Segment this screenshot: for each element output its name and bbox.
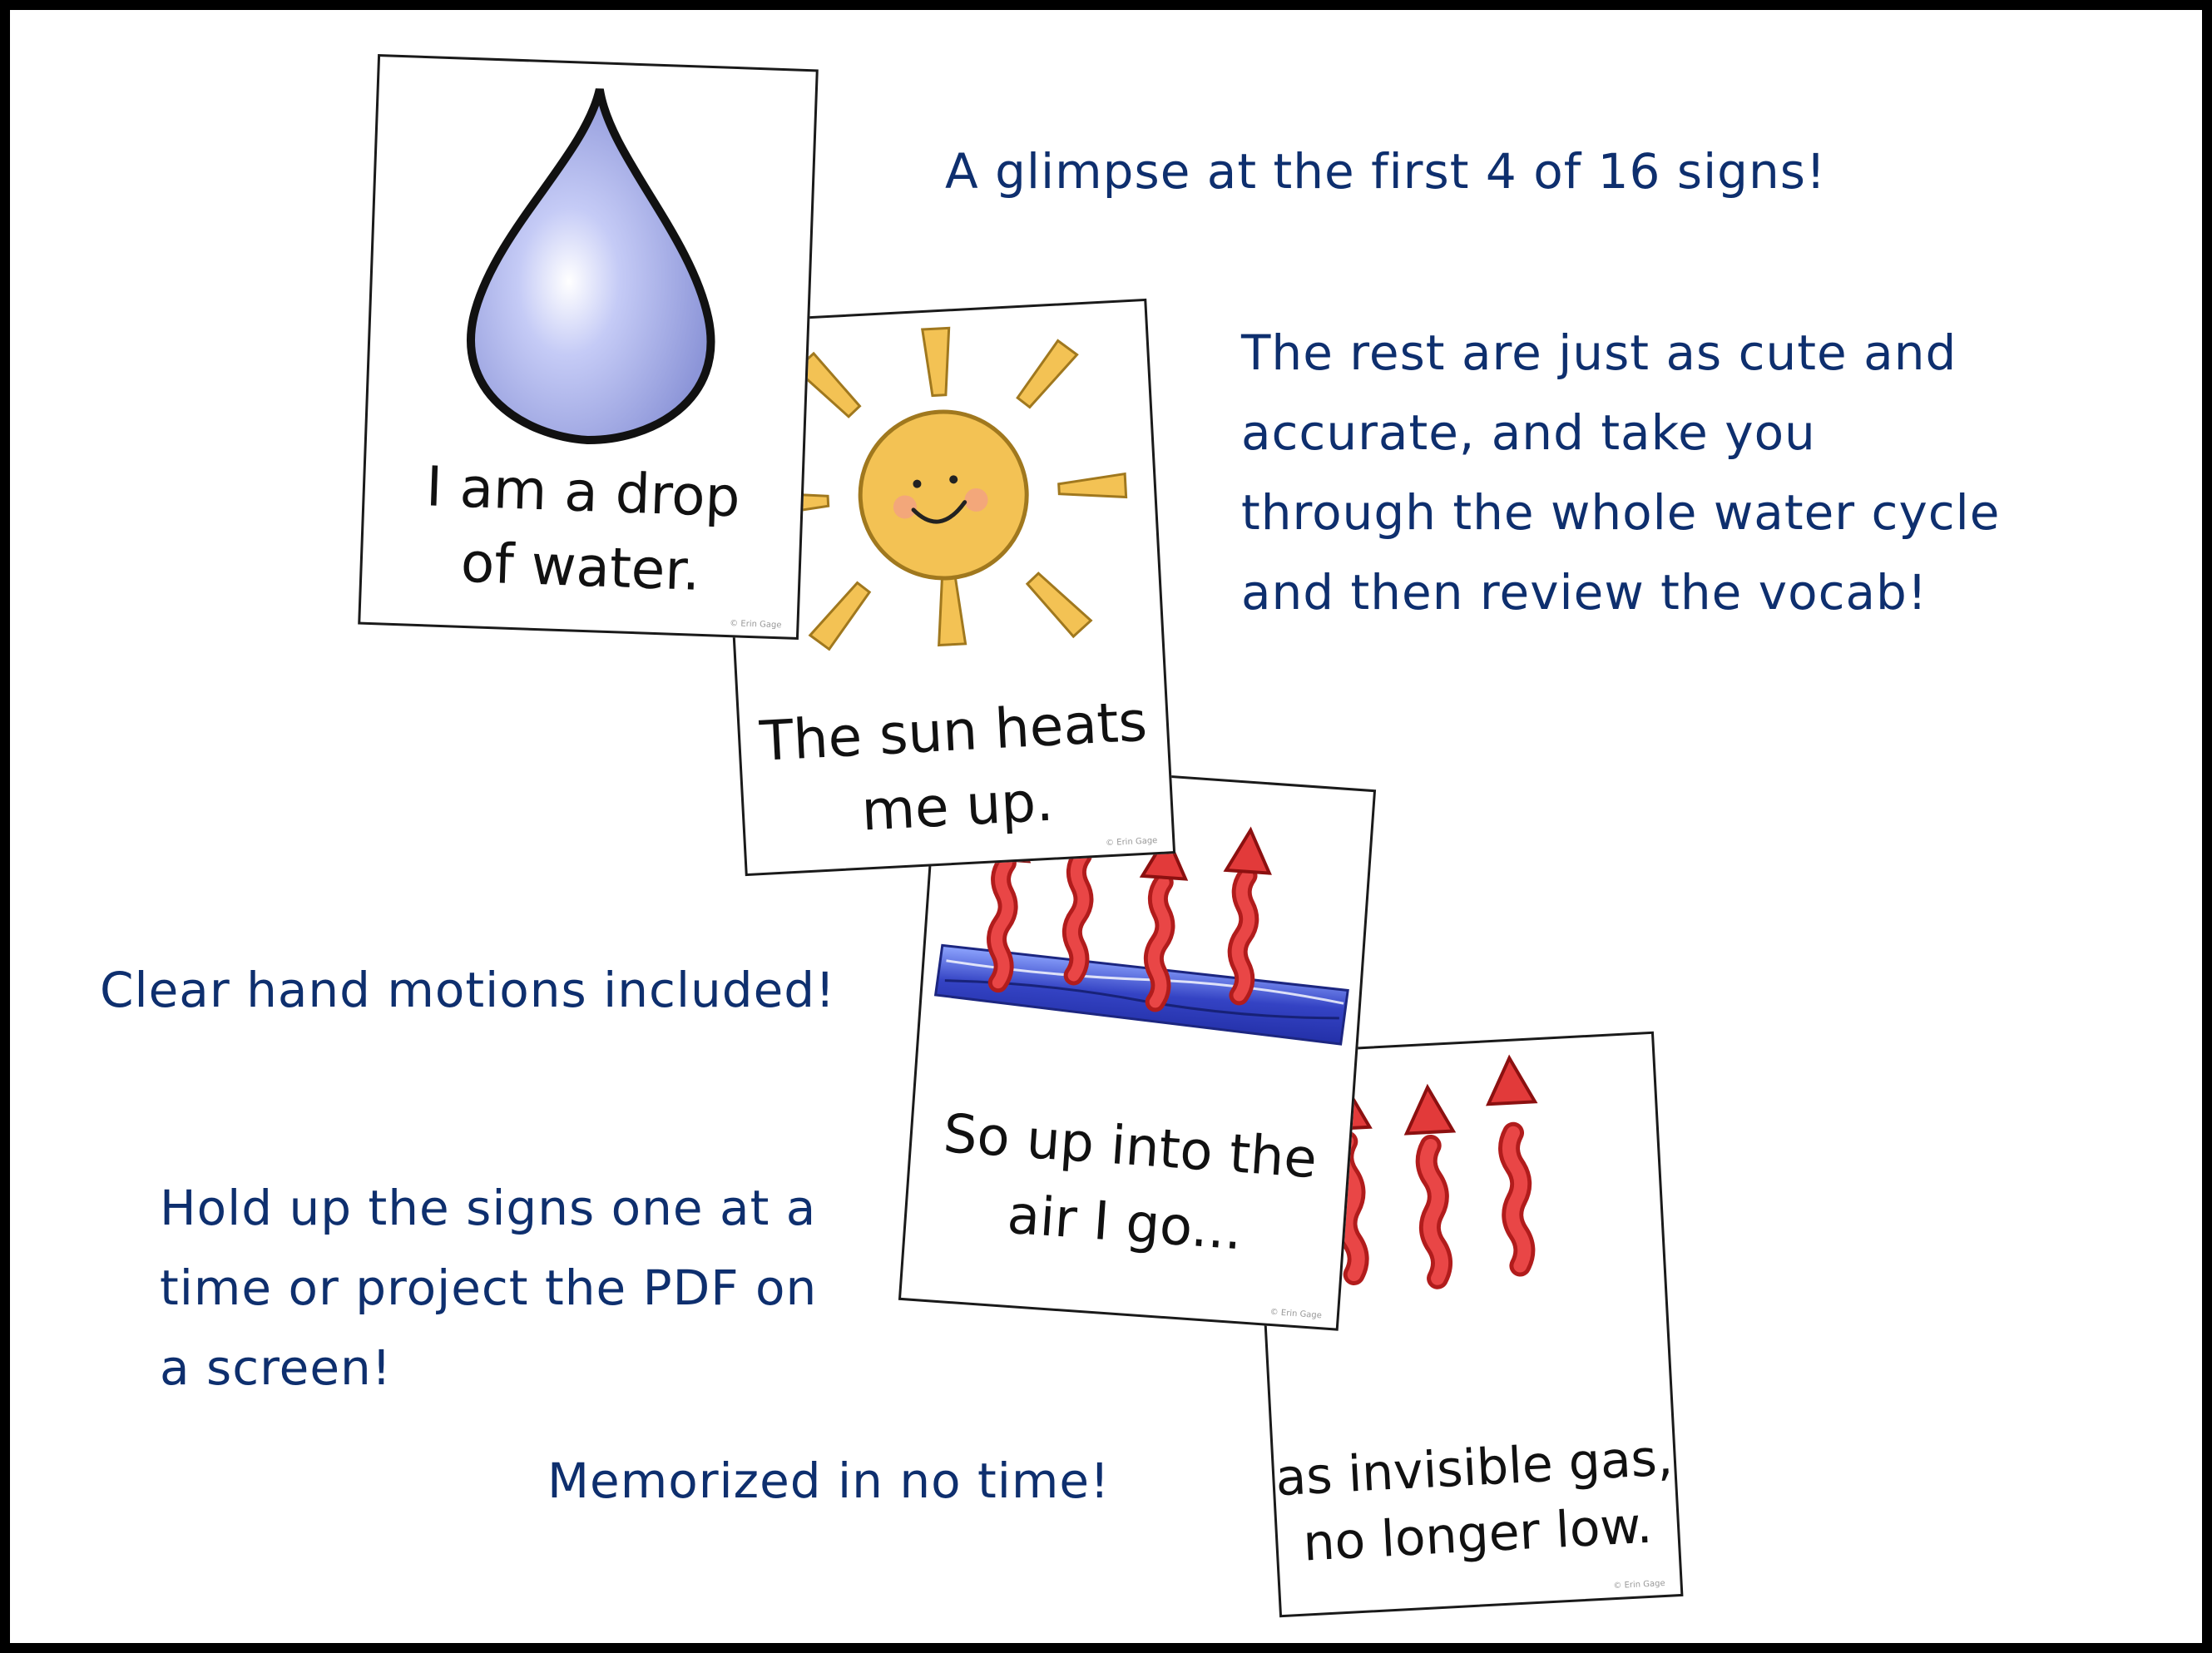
card-1-line: of water. — [459, 530, 701, 603]
sun-face — [858, 409, 1029, 581]
water-drop-illustration — [467, 88, 715, 445]
card-3-credit: © Erin Gage — [1269, 1307, 1323, 1321]
water-drop — [467, 88, 715, 445]
headline-text: A glimpse at the first 4 of 16 signs! — [945, 143, 1827, 200]
card-2-caption: The sun heats me up. — [739, 683, 1172, 855]
card-4-caption: as invisible gas, no longer low. — [1273, 1424, 1679, 1578]
description-line: through the whole water cycle — [1241, 484, 2001, 541]
water-band — [933, 943, 1349, 1046]
card-2-credit: © Erin Gage — [1105, 836, 1158, 849]
slide-canvas: A glimpse at the first 4 of 16 signs! Th… — [10, 10, 2202, 1643]
card-4-credit: © Erin Gage — [1613, 1578, 1665, 1591]
memorize-note: Memorized in no time! — [547, 1453, 1111, 1509]
usage-block: Hold up the signs one at a time or proje… — [160, 1168, 817, 1408]
motions-note: Clear hand motions included! — [100, 962, 836, 1018]
usage-line: Hold up the signs one at a — [160, 1180, 817, 1236]
sign-card-1: I am a drop of water. © Erin Gage — [358, 53, 819, 641]
description-line: and then review the vocab! — [1241, 564, 1928, 621]
card-3-caption: So up into the air I go... — [904, 1094, 1350, 1277]
description-line: The rest are just as cute and — [1241, 324, 1957, 381]
card-1-line: I am a drop — [424, 454, 741, 530]
usage-line: a screen! — [160, 1339, 393, 1396]
description-line: accurate, and take you — [1241, 404, 1816, 461]
card-1-caption: I am a drop of water. — [361, 448, 802, 612]
description-block: The rest are just as cute and accurate, … — [1241, 313, 2000, 632]
usage-line: time or project the PDF on — [160, 1260, 818, 1316]
card-1-credit: © Erin Gage — [730, 619, 782, 631]
